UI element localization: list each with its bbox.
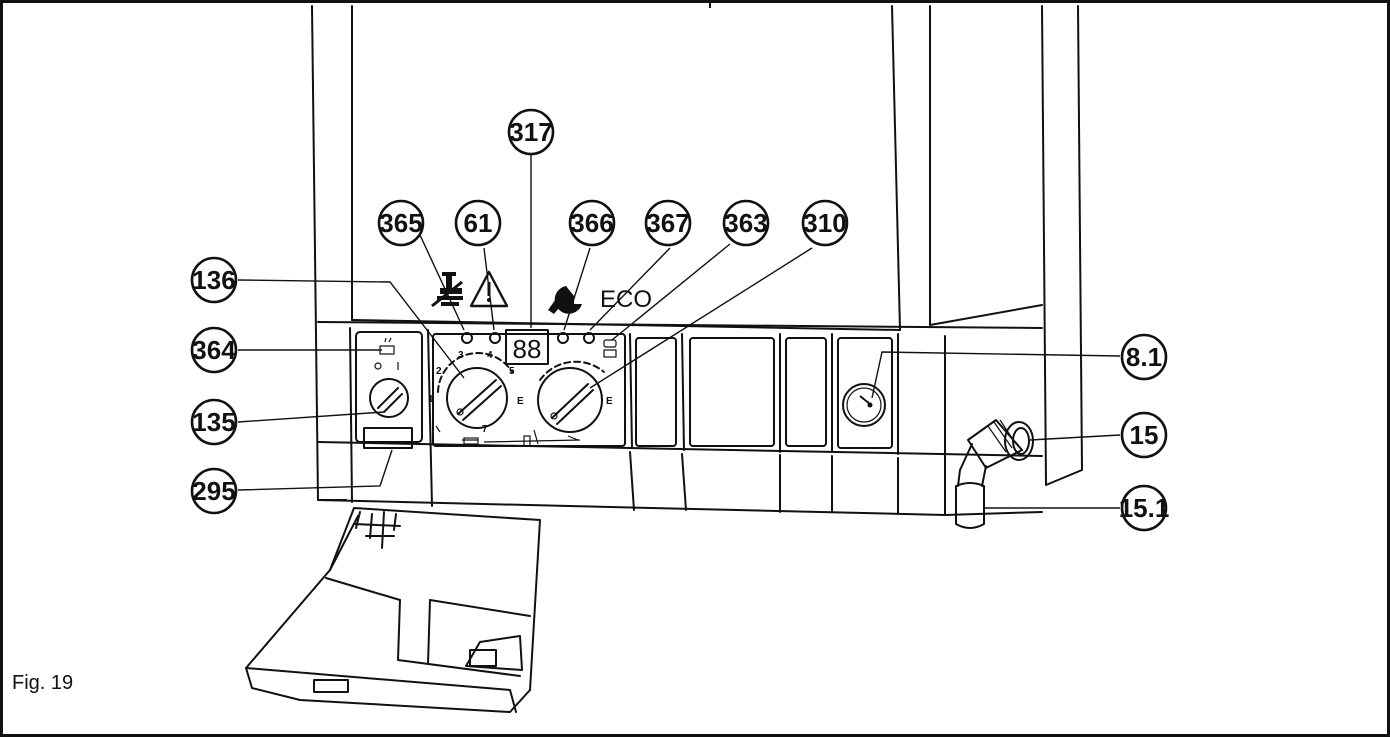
svg-text:363: 363 bbox=[724, 208, 767, 238]
switch-off-mark bbox=[374, 362, 382, 370]
indicator-row: 88 bbox=[461, 329, 617, 365]
dial-scale-4: 4 bbox=[487, 350, 493, 361]
chimney-sweep-led bbox=[461, 332, 473, 344]
svg-text:135: 135 bbox=[192, 407, 235, 437]
dial-scale-7: 7 bbox=[482, 424, 488, 435]
diagnostic-socket bbox=[363, 427, 413, 449]
callout-15-1: 15.1 bbox=[1119, 484, 1170, 532]
pressure-gauge-icon bbox=[842, 383, 886, 427]
hot-water-indicator bbox=[603, 339, 617, 348]
callout-366: 366 bbox=[568, 199, 616, 247]
service-led bbox=[557, 332, 569, 344]
callout-365: 365 bbox=[377, 199, 425, 247]
display-317 bbox=[505, 329, 549, 365]
callout-317: 317 bbox=[507, 108, 555, 156]
svg-text:136: 136 bbox=[192, 265, 235, 295]
svg-text:15: 15 bbox=[1130, 420, 1159, 450]
svg-text:367: 367 bbox=[646, 208, 689, 238]
boiler-casing bbox=[311, 5, 1083, 501]
svg-text:310: 310 bbox=[803, 208, 846, 238]
control-panel bbox=[317, 321, 1043, 516]
svg-text:15.1: 15.1 bbox=[1119, 493, 1170, 523]
callout-364: 364 bbox=[190, 326, 238, 374]
callout-136: 136 bbox=[190, 256, 238, 304]
dial-scale-1: 1 bbox=[428, 394, 434, 405]
callout-15: 15 bbox=[1120, 411, 1168, 459]
svg-text:366: 366 bbox=[570, 208, 613, 238]
callout-135: 135 bbox=[190, 398, 238, 446]
wrench-icon bbox=[548, 286, 582, 314]
dial-right-scale-e: E bbox=[606, 396, 613, 407]
dial-scale-e: E bbox=[517, 396, 524, 407]
main-switch-area bbox=[363, 337, 413, 449]
eco-label: ECO bbox=[600, 286, 652, 313]
main-switch-knob[interactable] bbox=[369, 378, 409, 418]
leader-lines bbox=[237, 152, 1121, 509]
callout-363: 363 bbox=[722, 199, 770, 247]
hot-water-temperature-dial[interactable]: E bbox=[483, 360, 613, 447]
callout-367: 367 bbox=[644, 199, 692, 247]
lowered-cover bbox=[245, 507, 541, 713]
svg-text:317: 317 bbox=[509, 117, 552, 147]
pressure-relief-valve bbox=[955, 419, 1034, 529]
figure-caption: Fig. 19 bbox=[12, 672, 74, 694]
dial-scale-3: 3 bbox=[458, 350, 464, 361]
chimney-sweep-icon bbox=[431, 272, 463, 308]
svg-text:295: 295 bbox=[192, 476, 235, 506]
dial-scale-5: 5 bbox=[509, 366, 515, 377]
eco-led bbox=[583, 332, 595, 344]
svg-text:365: 365 bbox=[379, 208, 422, 238]
svg-text:364: 364 bbox=[192, 335, 236, 365]
display-digits: 88 bbox=[513, 334, 542, 364]
callout-61: 61 bbox=[454, 199, 502, 247]
fault-led bbox=[489, 332, 501, 344]
heating-temperature-dial[interactable]: 1 2 3 4 5 E 7 bbox=[428, 350, 524, 445]
callout-295: 295 bbox=[190, 467, 238, 515]
dial-scale-2: 2 bbox=[436, 366, 442, 377]
svg-text:61: 61 bbox=[464, 208, 493, 238]
callout-310: 310 bbox=[801, 199, 849, 247]
svg-text:8.1: 8.1 bbox=[1126, 342, 1162, 372]
main-switch-indicator bbox=[379, 345, 395, 355]
callout-8-1: 8.1 bbox=[1120, 333, 1168, 381]
